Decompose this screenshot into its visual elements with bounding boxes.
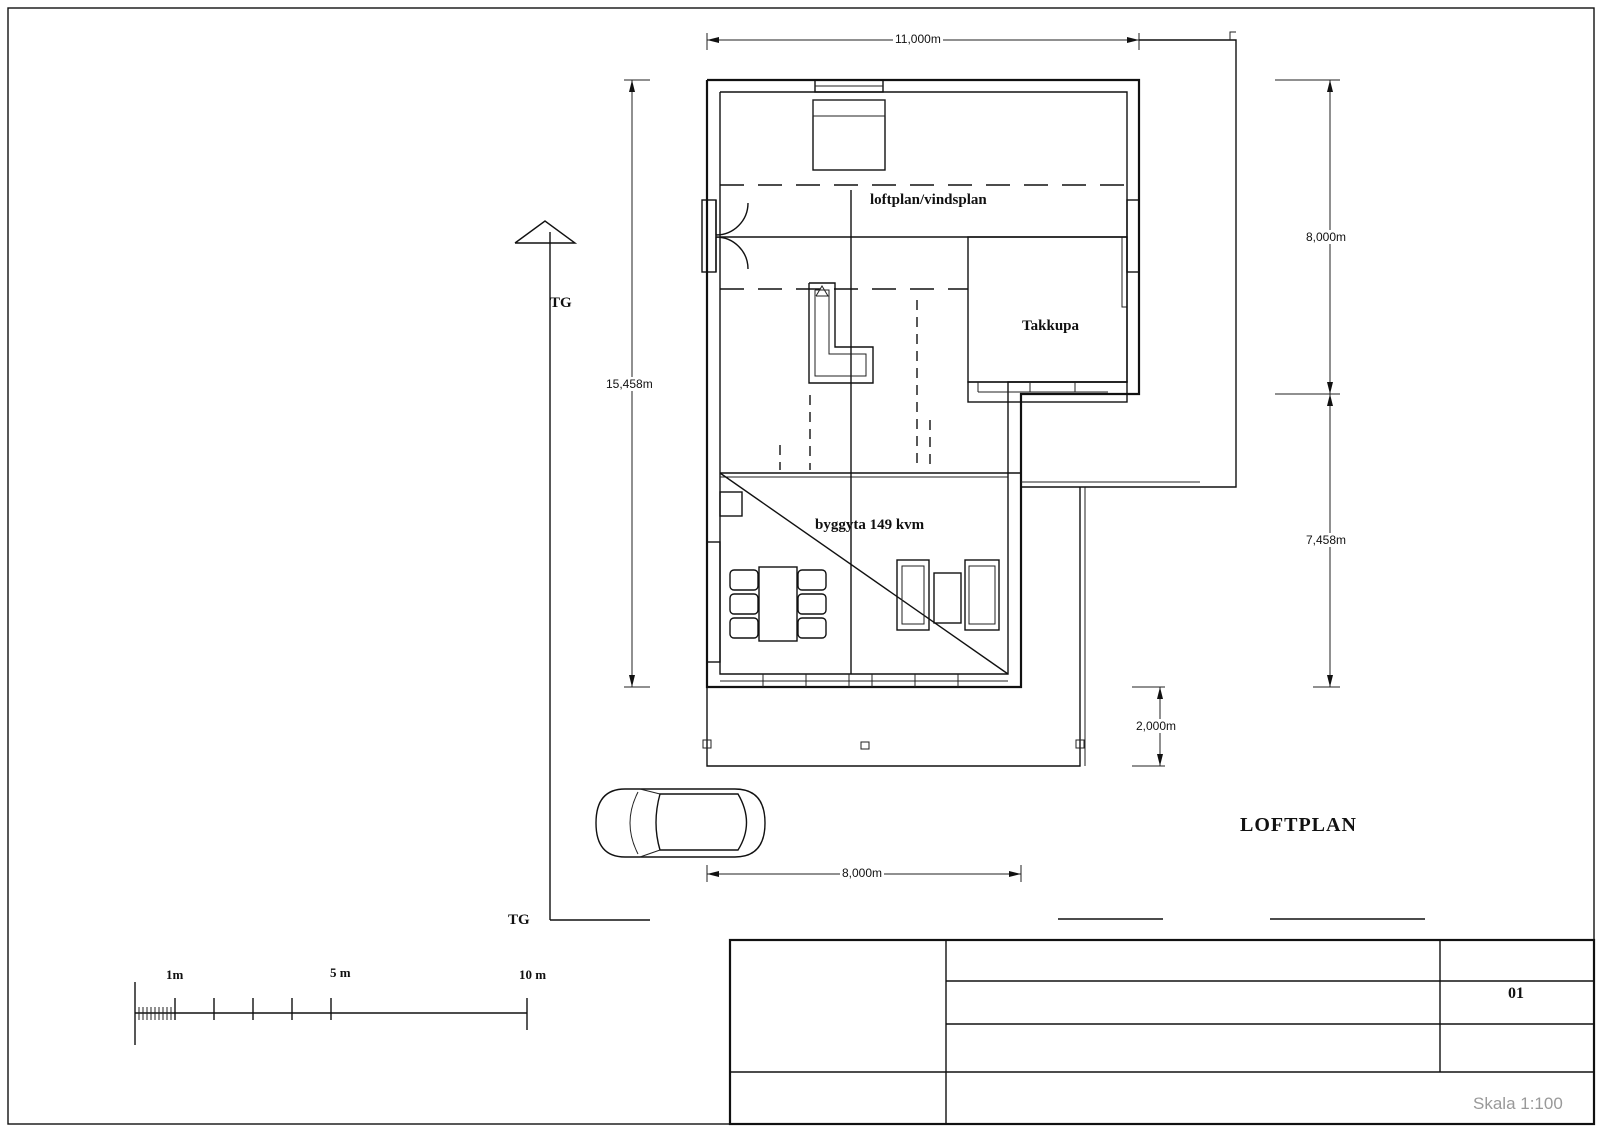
scale-label-1m: 1m <box>166 967 184 982</box>
title-block-lines <box>728 938 1596 1126</box>
dim-top-width: 11,000m <box>893 32 943 46</box>
cabinet <box>719 491 743 517</box>
scale-text: Skala 1:100 <box>1473 1094 1563 1113</box>
scale-label-5m: 5 m <box>330 965 351 980</box>
left-window <box>706 541 721 663</box>
scale-label-10m: 10 m <box>519 967 547 982</box>
room-label-loft: loftplan/vindsplan <box>870 192 987 208</box>
tg-marker-bottom: TG <box>508 912 530 928</box>
sofa-group <box>896 559 1000 631</box>
bed <box>812 99 886 171</box>
dimension-lines <box>624 33 1340 882</box>
sheet-border <box>7 7 1595 1125</box>
room-label-takkupa: Takkupa <box>1022 318 1079 334</box>
entrance-door <box>701 199 749 273</box>
building-walls <box>705 78 1141 689</box>
bottom-windows <box>720 674 1008 687</box>
scale-bar <box>134 982 528 1045</box>
stair <box>808 282 874 384</box>
dining-table <box>729 566 827 642</box>
dim-right-lower: 7,458m <box>1304 533 1349 547</box>
dim-terrace: 2,000m <box>1134 719 1179 733</box>
tg-marker-top: TG <box>550 295 572 311</box>
right-window <box>1126 199 1140 273</box>
roof-extension <box>1021 31 1237 766</box>
dim-left-height: 15,458m <box>604 377 655 391</box>
plan-title: LOFTPLAN <box>1240 814 1357 836</box>
dim-right-upper: 8,000m <box>1304 230 1349 244</box>
room-label-byggyta: byggyta 149 kvm <box>815 517 925 533</box>
car <box>595 788 766 858</box>
terrace <box>702 487 1085 767</box>
tg-reference <box>514 220 650 921</box>
takkupa-dormer <box>967 236 1128 403</box>
dim-bottom-width: 8,000m <box>840 866 885 880</box>
sheet-number: 01 <box>1508 985 1524 1002</box>
